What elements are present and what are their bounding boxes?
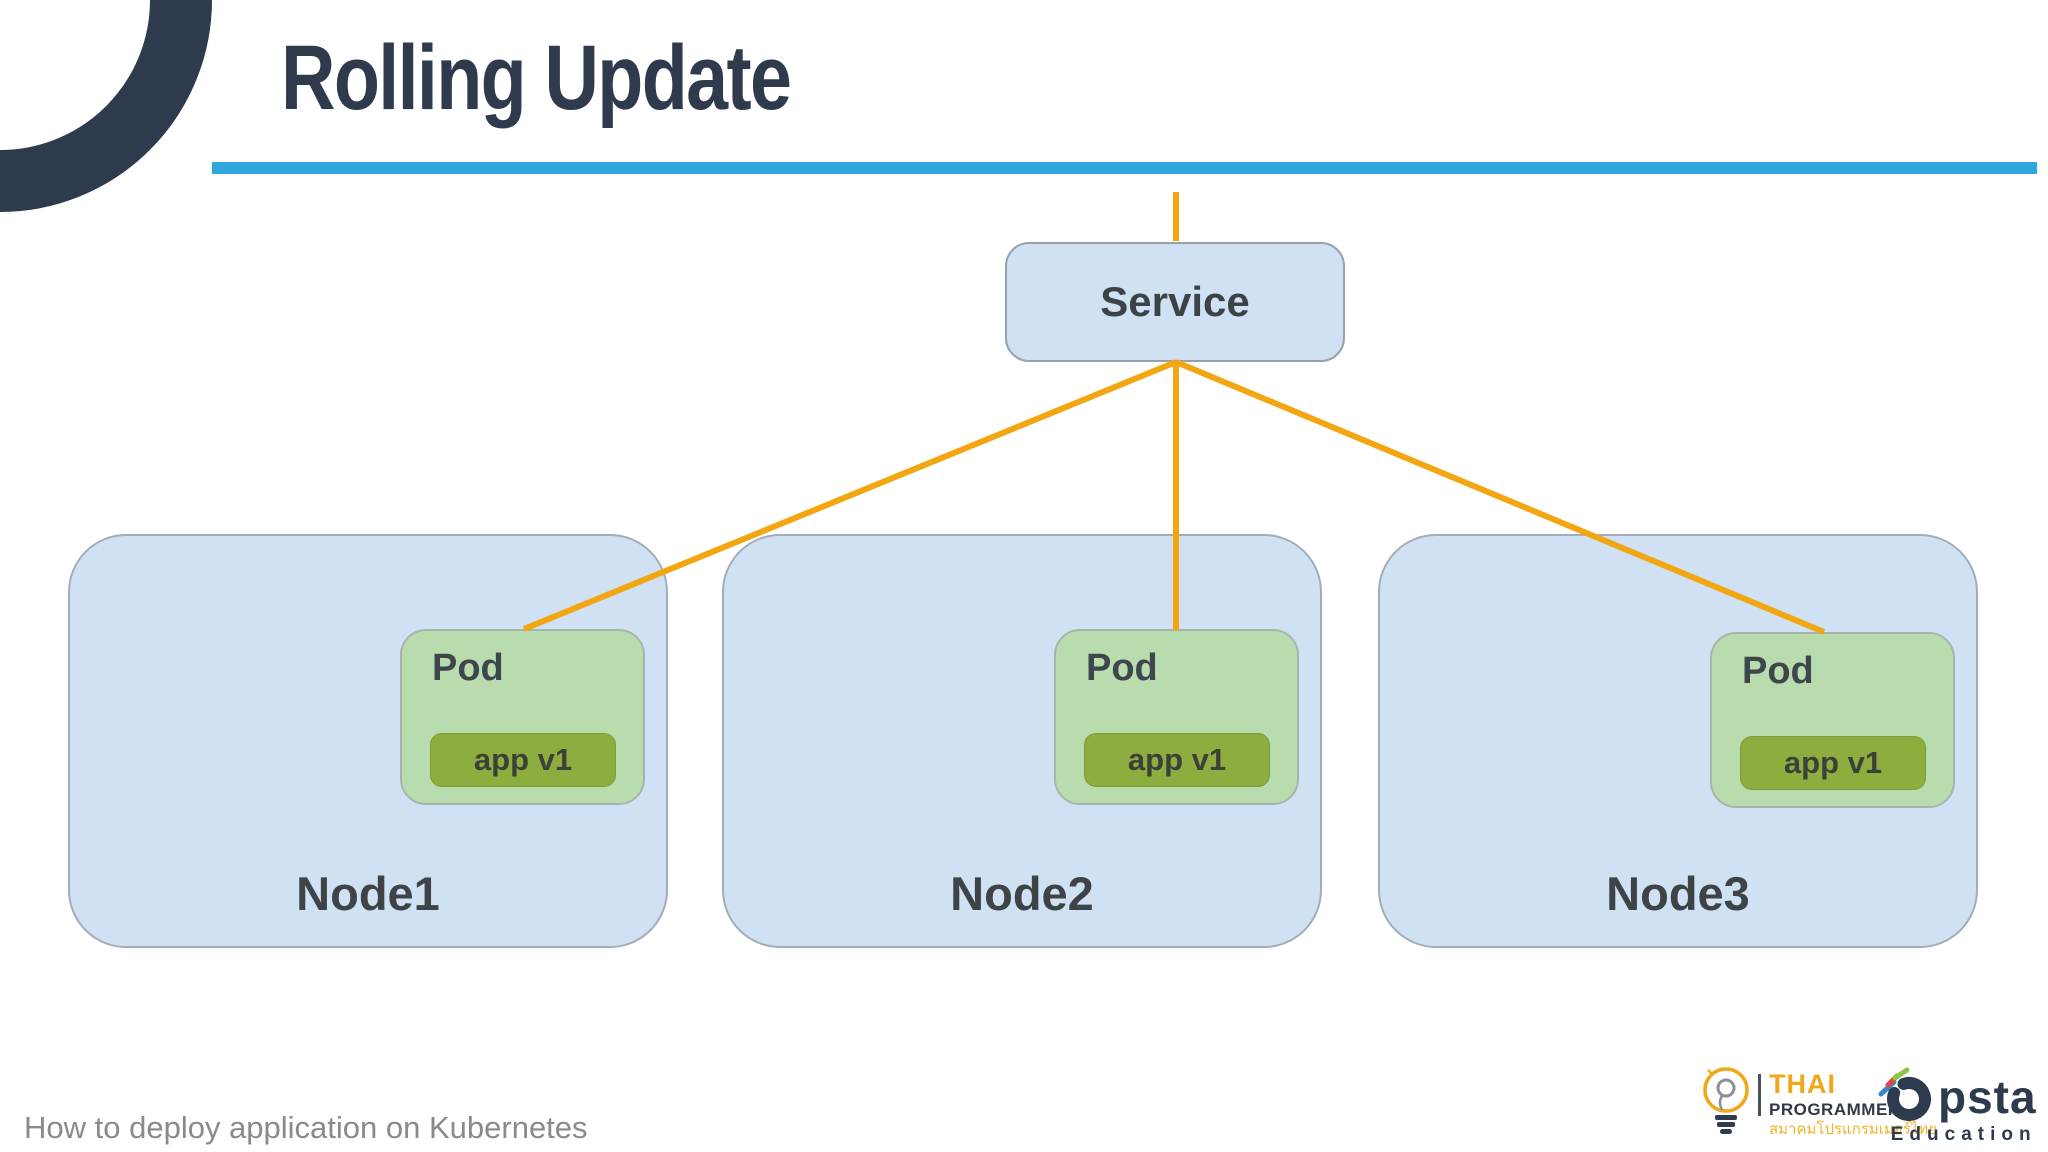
node2-label: Node2 [950,867,1094,920]
node3-app-label: app v1 [1783,745,1883,780]
slide-title: Rolling Update [281,27,792,129]
thai-programmer-text: THAI PROGRAMMER สมาคมโปรแกรมเมอร์ไทย [1769,1069,1938,1138]
node1-app-box: app v1 [430,733,616,787]
logo-divider-bar [1758,1074,1761,1116]
lightbulb-icon [1703,1067,1749,1134]
node3-box: Pod app v1 Node3 [1378,534,1978,948]
node2-pod-label: Pod [1086,647,1158,689]
opsta-subtitle: Education [1890,1124,2037,1145]
thai-programmer-logo: THAI PROGRAMMER สมาคมโปรแกรมเมอร์ไทย [1700,1062,1937,1146]
node1-pod-box: Pod app v1 [400,629,645,805]
footer-caption: How to deploy application on Kubernetes [24,1110,588,1145]
opsta-wordmark-text: psta [1938,1071,2037,1123]
opsta-education-logo: psta Education [1878,1066,2037,1146]
thai-logo-line3: สมาคมโปรแกรมเมอร์ไทย [1769,1121,1938,1138]
node3-pod-box: Pod app v1 [1710,632,1955,808]
corner-arc-decoration [0,0,212,212]
node1-app-label: app v1 [473,742,573,777]
thai-logo-line2: PROGRAMMER [1769,1100,1901,1119]
node2-pod-box: Pod app v1 [1054,629,1299,805]
opsta-wordmark: psta [1878,1066,2037,1122]
node2-app-box: app v1 [1084,733,1270,787]
node1-pod-label: Pod [432,647,504,689]
node1-label: Node1 [296,867,440,920]
node3-app-box: app v1 [1740,736,1926,790]
node1-box: Pod app v1 Node1 [68,534,668,948]
node3-label: Node3 [1606,867,1750,920]
node3-pod-label: Pod [1742,650,1814,692]
service-box: Service [1005,242,1345,362]
node2-app-label: app v1 [1127,742,1227,777]
node2-box: Pod app v1 Node2 [722,534,1322,948]
title-underline [212,162,2037,174]
service-label: Service [1100,278,1250,325]
thai-logo-line1: THAI [1769,1069,1836,1099]
opsta-o-icon [1878,1067,1931,1122]
